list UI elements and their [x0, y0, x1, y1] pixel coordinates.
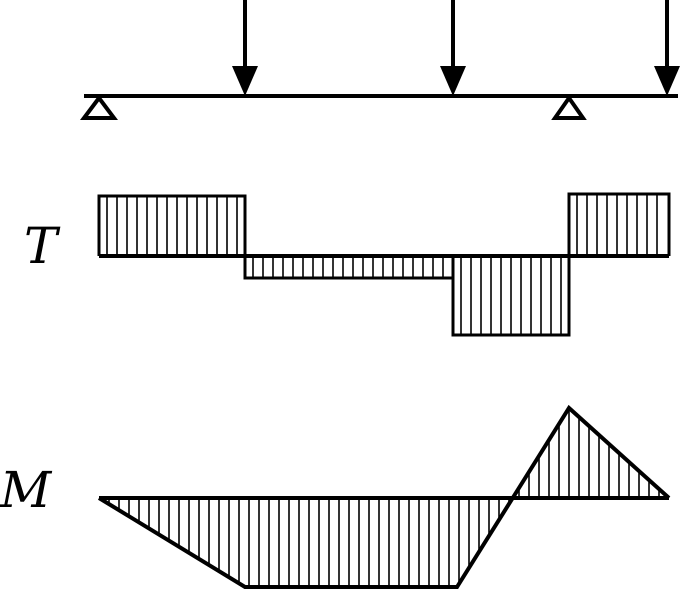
moment-diagram: M — [0, 404, 671, 589]
load-arrow-1-icon — [232, 0, 258, 96]
support-left-icon — [80, 94, 118, 120]
shear-label: T — [24, 217, 61, 275]
shear-outline — [97, 192, 671, 337]
shear-diagram: T — [24, 192, 671, 337]
shear-hatching — [106, 194, 658, 335]
beam-loading-group — [80, 0, 680, 120]
moment-hatching — [108, 408, 660, 587]
load-arrow-2-icon — [440, 0, 466, 96]
load-arrow-3-icon — [654, 0, 680, 96]
moment-label: M — [0, 461, 53, 519]
support-right-icon — [551, 94, 587, 120]
moment-outline — [97, 404, 671, 589]
